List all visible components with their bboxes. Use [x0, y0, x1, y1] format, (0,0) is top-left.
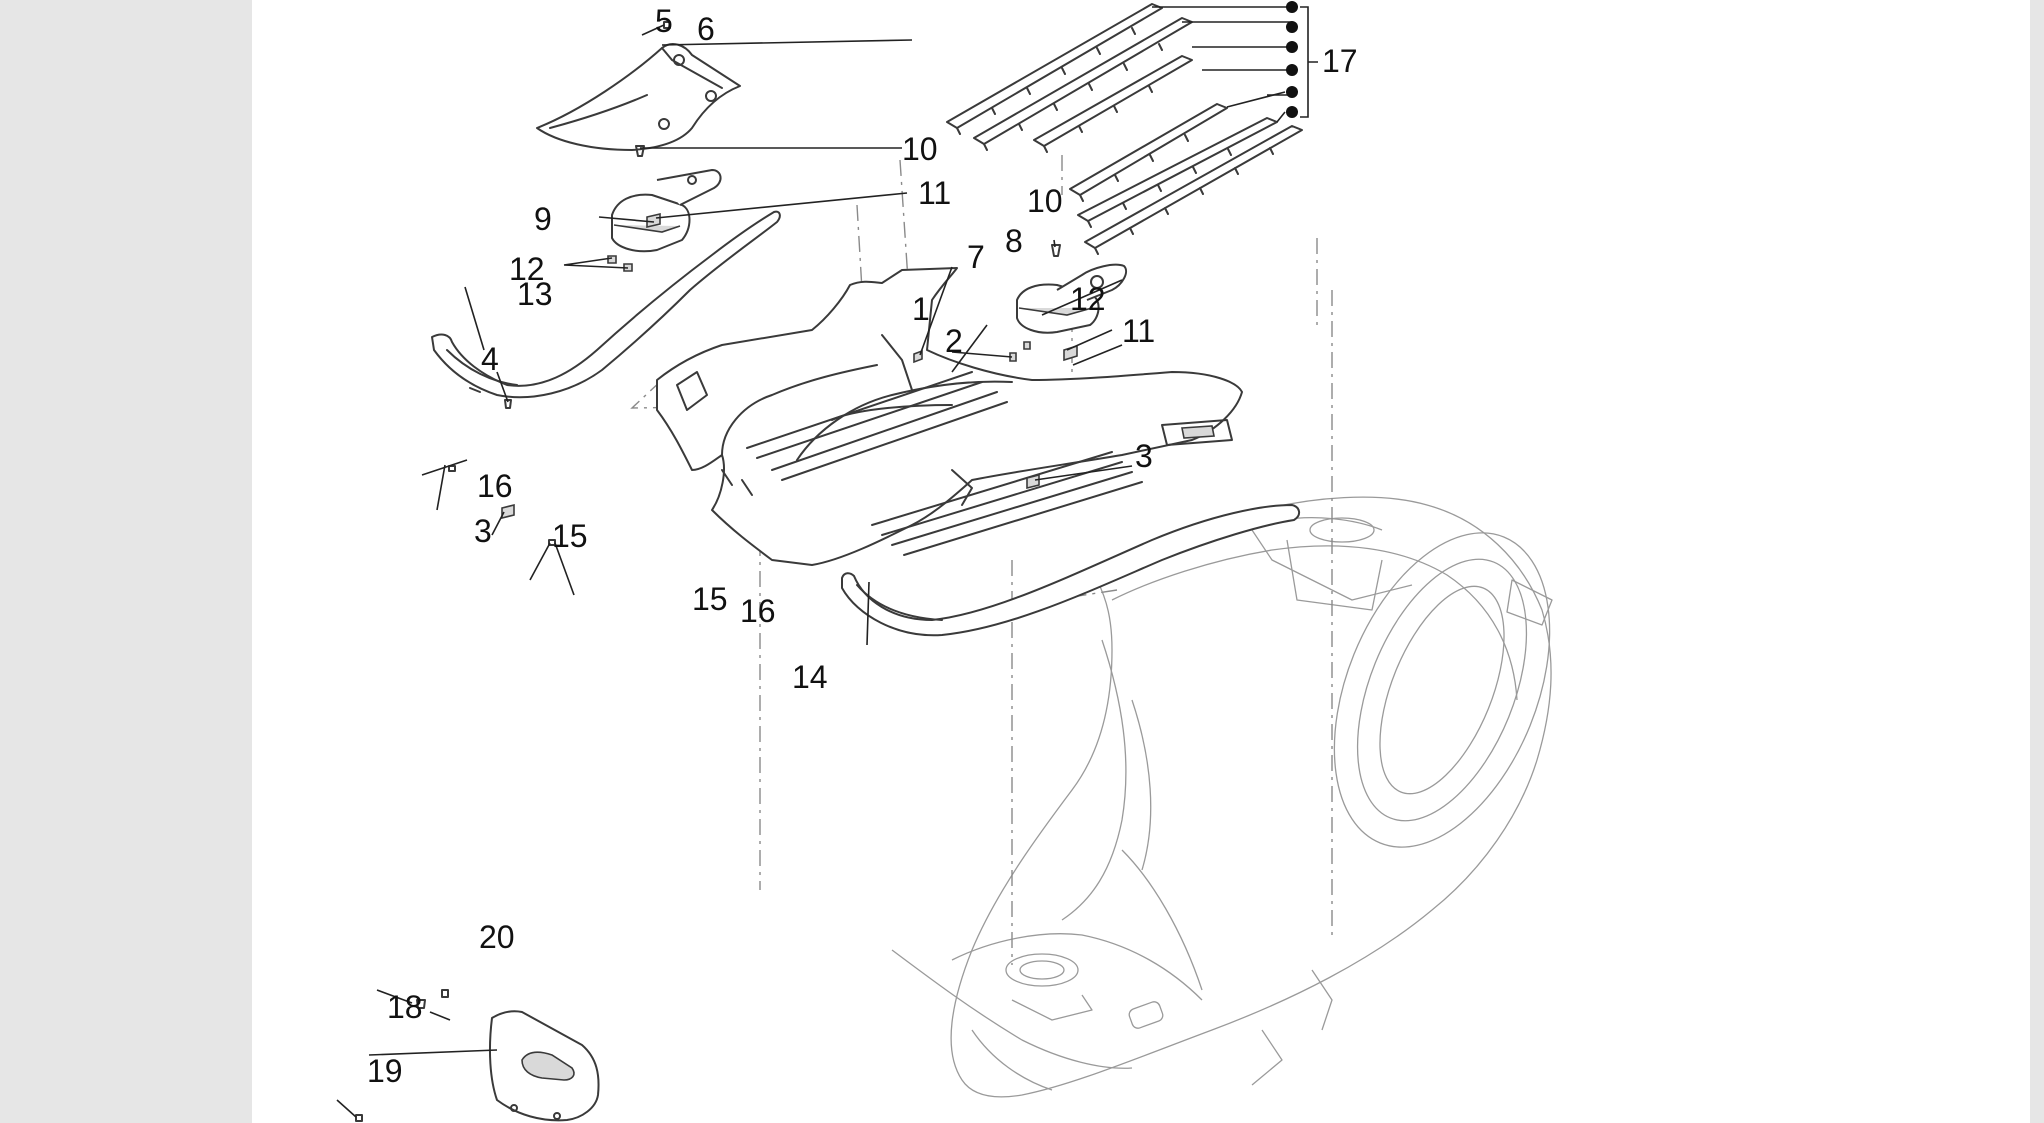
- assembly-lines: [630, 155, 1333, 965]
- trim-strip-6: [1084, 125, 1303, 255]
- leader-lines: [336, 1, 1318, 1118]
- trim-strip-5: [1077, 117, 1278, 228]
- callout-11: 11: [1122, 313, 1155, 349]
- diagram-canvas: 1 2 3 3 4 5 6 7 8 9 10 10 11 11 12 12 13…: [252, 0, 2030, 1123]
- callout-17: 17: [1322, 43, 1358, 79]
- scooter-body-ghost: [891, 496, 1553, 1098]
- callout-18: 18: [387, 989, 423, 1025]
- callout-9: 9: [534, 201, 552, 237]
- callout-15: 15: [692, 581, 728, 617]
- callout-8: 8: [1005, 223, 1023, 259]
- trim-strip-4: [1069, 103, 1228, 202]
- trim-strip-2: [973, 17, 1193, 151]
- callout-5: 5: [655, 3, 673, 39]
- callouts: 1 2 3 3 4 5 6 7 8 9 10 10 11 11 12 12 13…: [367, 3, 1358, 1089]
- part-14-strip: [841, 504, 1300, 637]
- page-margin-left: [0, 0, 252, 1123]
- callout-14: 14: [792, 659, 828, 695]
- trim-strip-3: [1033, 55, 1193, 153]
- callout-12: 12: [1070, 281, 1106, 317]
- part-18-panel: [488, 1010, 600, 1122]
- callout-2: 2: [945, 323, 963, 359]
- callout-20: 20: [479, 919, 515, 955]
- callout-11: 11: [918, 175, 951, 211]
- callout-16: 16: [477, 468, 513, 504]
- part-5-cover: [536, 43, 741, 151]
- part-9-bracket: [611, 169, 722, 253]
- callout-3: 3: [1135, 438, 1153, 474]
- part-1-footboard: [656, 267, 1243, 566]
- callout-10: 10: [902, 131, 938, 167]
- callout-16: 16: [740, 593, 776, 629]
- page-margin-right: [2030, 0, 2044, 1123]
- trim-strip-1: [946, 3, 1163, 135]
- scooter-floor-parts-diagram: 1 2 3 3 4 5 6 7 8 9 10 10 11 11 12 12 13…: [336, 1, 1553, 1122]
- callout-10: 10: [1027, 183, 1063, 219]
- part-17-trim-strips: [946, 3, 1303, 255]
- callout-19: 19: [367, 1053, 403, 1089]
- callout-15: 15: [552, 518, 588, 554]
- callout-4: 4: [481, 341, 499, 377]
- callout-12: 12: [509, 251, 545, 287]
- callout-3: 3: [474, 513, 492, 549]
- callout-1: 1: [912, 291, 930, 327]
- callout-6: 6: [697, 11, 715, 47]
- part-13-strip: [431, 210, 781, 399]
- callout-7: 7: [967, 239, 985, 275]
- callout-13: 13: [517, 276, 553, 312]
